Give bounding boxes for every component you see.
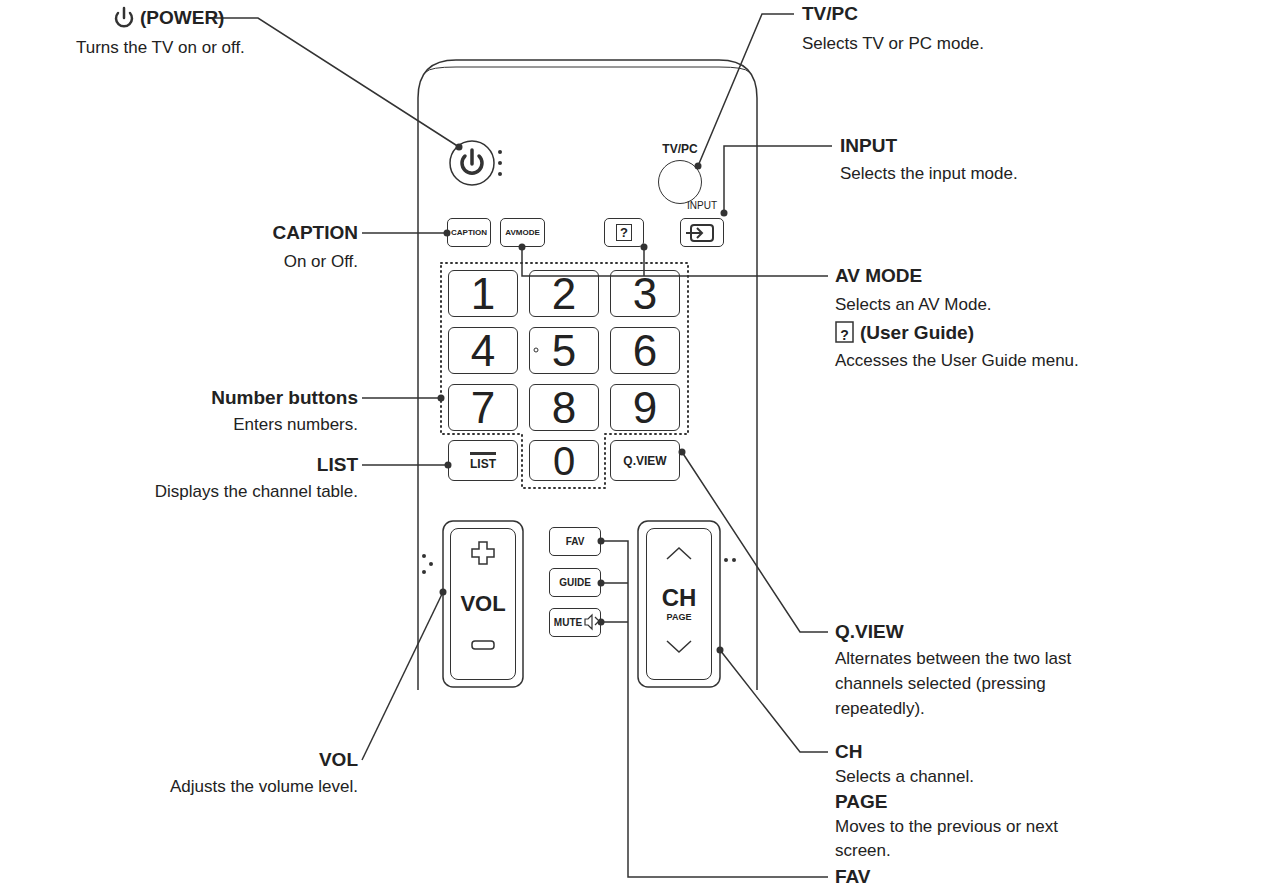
callout-text: Selects an AV Mode. bbox=[835, 293, 992, 316]
callout-heading: INPUT bbox=[840, 134, 897, 157]
callout-text: Alternates between the two last channels… bbox=[835, 646, 1125, 721]
mute-icon bbox=[585, 615, 598, 629]
button-label: LIST bbox=[470, 452, 496, 470]
button-label: GUIDE bbox=[559, 578, 591, 588]
callout-text: Selects a channel. bbox=[835, 765, 974, 788]
callout-heading: PAGE bbox=[835, 790, 887, 813]
input-button: INPUT bbox=[680, 218, 724, 247]
callout-text: Moves to the previous or next screen. bbox=[835, 815, 1097, 863]
button-label: 3 bbox=[633, 272, 657, 316]
button-label: ? bbox=[616, 224, 632, 241]
input-arrow bbox=[686, 228, 702, 238]
button-label: 8 bbox=[552, 386, 576, 430]
callout-text: Adjusts the volume level. bbox=[170, 775, 358, 798]
button-label: 5 bbox=[552, 329, 576, 373]
button-label: 6 bbox=[633, 329, 657, 373]
power-icon bbox=[462, 150, 482, 173]
callout-heading: Q.VIEW bbox=[835, 620, 904, 643]
user-guide-button: ? bbox=[604, 218, 644, 247]
number-button: 2 bbox=[529, 270, 599, 317]
button-label: FAV bbox=[566, 537, 585, 547]
button-label: CH bbox=[662, 586, 697, 610]
power-button bbox=[450, 141, 494, 185]
number-button: 4 bbox=[448, 327, 518, 374]
button-label: 2 bbox=[552, 272, 576, 316]
mute-button: MUTE bbox=[549, 608, 601, 637]
callout-text: On or Off. bbox=[284, 250, 358, 273]
number-button: 1 bbox=[448, 270, 518, 317]
callout-heading: Number buttons bbox=[211, 386, 358, 409]
callout-heading: AV MODE bbox=[835, 264, 922, 287]
ch-rocker: CH PAGE bbox=[646, 528, 712, 680]
button-label: CAPTION bbox=[451, 229, 487, 237]
fav-button: FAV bbox=[549, 527, 601, 556]
remote-body bbox=[418, 60, 757, 690]
button-label: 0 bbox=[553, 441, 575, 481]
guide-button: GUIDE bbox=[549, 568, 601, 597]
number-button: 8 bbox=[529, 384, 599, 431]
callout-heading: (POWER) bbox=[140, 6, 224, 29]
callout-heading: FAV bbox=[835, 865, 871, 888]
vol-frame bbox=[443, 521, 523, 687]
vol-plus bbox=[472, 542, 494, 564]
button-label: TV/PC bbox=[662, 143, 697, 155]
button-label: 1 bbox=[471, 272, 495, 316]
number-button: 7 bbox=[448, 384, 518, 431]
callout-heading: (User Guide) bbox=[860, 321, 974, 344]
qview-button: Q.VIEW bbox=[610, 440, 680, 481]
number-group-outline bbox=[441, 263, 688, 488]
tvpc-button: TV/PC bbox=[658, 160, 702, 204]
list-button: LIST bbox=[448, 440, 518, 481]
remote-top-edge bbox=[426, 67, 749, 72]
button-label: 9 bbox=[633, 386, 657, 430]
ch-up-arrow bbox=[667, 548, 691, 559]
callout-text: Turns the TV on or off. bbox=[76, 36, 245, 59]
leader-lines bbox=[212, 14, 832, 877]
number-button: 9 bbox=[610, 384, 680, 431]
callout-text: Displays the channel table. bbox=[155, 480, 358, 503]
number-button: 5 bbox=[529, 327, 599, 374]
callout-text: Selects TV or PC mode. bbox=[802, 32, 984, 55]
power-callout-icon bbox=[116, 8, 132, 26]
callout-text: Selects the input mode. bbox=[840, 162, 1018, 185]
ch-down-arrow bbox=[667, 641, 691, 652]
ch-frame bbox=[638, 521, 720, 687]
button-label: AVMODE bbox=[505, 229, 540, 237]
leader-dots bbox=[438, 144, 728, 654]
callout-heading: CH bbox=[835, 740, 862, 763]
number-button: 6 bbox=[610, 327, 680, 374]
vol-rocker: VOL bbox=[450, 528, 516, 680]
button-label: 4 bbox=[471, 329, 495, 373]
callout-heading: LIST bbox=[317, 453, 358, 476]
tactile-dots bbox=[422, 150, 736, 574]
caption-button: CAPTION bbox=[447, 218, 491, 247]
callout-text: Enters numbers. bbox=[233, 413, 358, 436]
button-label: VOL bbox=[460, 593, 505, 615]
number-button: 0 bbox=[529, 440, 599, 481]
icon-glyph: ? bbox=[836, 324, 853, 347]
button-label: 7 bbox=[471, 386, 495, 430]
callout-heading: CAPTION bbox=[273, 221, 359, 244]
number-button: 3 bbox=[610, 270, 680, 317]
avmode-button: AVMODE bbox=[500, 218, 545, 247]
button-label: Q.VIEW bbox=[623, 455, 666, 467]
button-sublabel: PAGE bbox=[667, 613, 692, 622]
button-label: INPUT bbox=[687, 201, 717, 211]
callout-heading: VOL bbox=[319, 748, 358, 771]
vol-minus bbox=[472, 641, 494, 649]
callout-heading: TV/PC bbox=[802, 2, 858, 25]
callout-text: Accesses the User Guide menu. bbox=[835, 349, 1079, 372]
button-label: MUTE bbox=[554, 618, 582, 628]
